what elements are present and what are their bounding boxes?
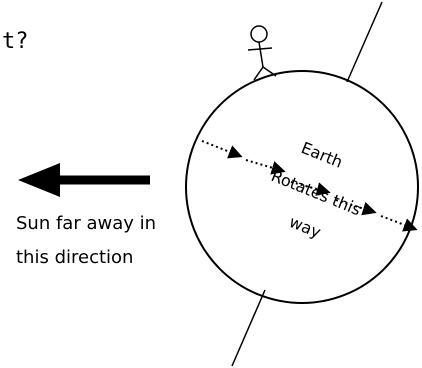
sun-caption-line2: this direction	[16, 247, 133, 268]
text-fragment: t?	[2, 29, 29, 54]
dotted-arrow-icon	[380, 215, 418, 232]
rotation-label-line2: way	[287, 212, 324, 242]
axis-bottom	[231, 289, 266, 367]
dotted-arrow-icon	[290, 181, 331, 196]
earth-globe	[185, 70, 419, 304]
person-icon	[247, 25, 277, 81]
rotation-label-line1: Rotates this	[269, 166, 364, 219]
sun-caption-line1: Sun far away in	[16, 213, 156, 234]
dotted-arrow-icon	[245, 159, 286, 175]
dotted-arrow-icon	[201, 140, 243, 159]
dotted-arrow-icon	[335, 199, 377, 216]
axis-top	[346, 1, 383, 83]
globe-name-label: Earth	[299, 138, 346, 172]
rotation-arrows	[201, 140, 418, 232]
left-arrow-icon	[18, 163, 150, 197]
